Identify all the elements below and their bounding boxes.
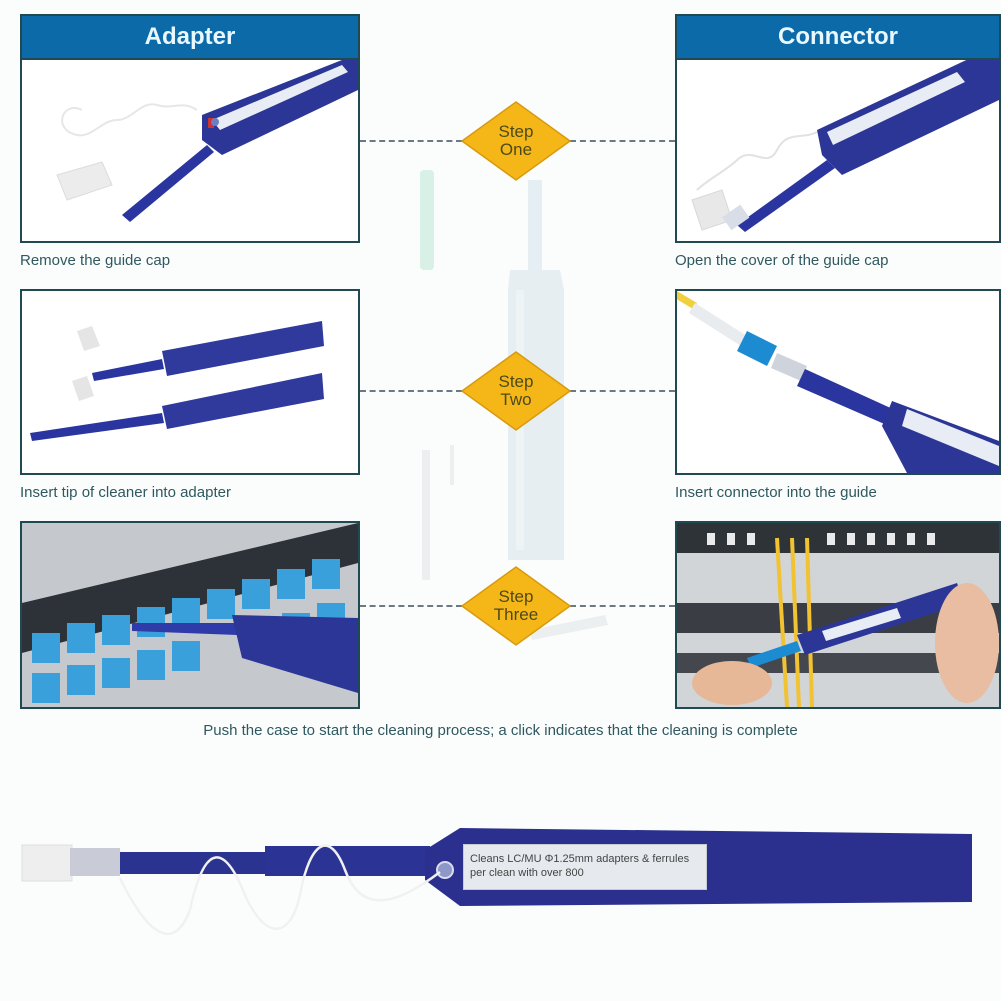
step-three-badge-line1: Step [498, 587, 534, 606]
product-label-line2: per clean with over 800 [470, 867, 584, 879]
step-two-badge: Step Two [460, 350, 572, 432]
step-three-connector-line-left [360, 605, 462, 607]
patch-panel-cleaning-illustration [22, 523, 358, 707]
step-two-adapter-caption: Insert tip of cleaner into adapter [20, 484, 231, 501]
step-one-badge-line1: Step [498, 122, 534, 141]
step-three-adapter-photo [20, 521, 360, 709]
diamond-shape-icon [460, 351, 572, 431]
step-one-connector-image [675, 58, 1001, 243]
step-three-badge: Step Three [460, 565, 572, 647]
connector-header: Connector [675, 14, 1001, 60]
product-label: Cleans LC/MU Φ1.25mm adapters & ferrules… [463, 844, 707, 890]
step-one-connector-line-left [360, 140, 462, 142]
cleaning-process-caption: Push the case to start the cleaning proc… [203, 722, 798, 739]
connector-insert-illustration [677, 291, 999, 473]
diamond-shape-icon [460, 101, 572, 181]
step-two-badge-line1: Step [498, 372, 534, 391]
diamond-shape-icon [460, 566, 572, 646]
step-one-badge-line2: One [499, 140, 533, 159]
two-cleaners-illustration [30, 321, 324, 441]
rack-cleaning-illustration [677, 523, 999, 707]
step-two-connector-caption: Insert connector into the guide [675, 484, 877, 501]
step-two-badge-line2: Two [500, 390, 532, 409]
step-one-adapter-image [20, 58, 360, 243]
step-one-adapter-caption: Remove the guide cap [20, 252, 171, 269]
step-one-connector-caption: Open the cover of the guide cap [675, 252, 889, 269]
step-two-connector-line-right [570, 390, 675, 392]
step-three-badge-line2: Three [493, 605, 539, 624]
step-one-connector-line-right [570, 140, 675, 142]
cleaner-with-cap-illustration [56, 60, 358, 222]
step-three-connector-photo [675, 521, 1001, 709]
step-two-adapter-image [20, 289, 360, 475]
step-three-connector-line-right [570, 605, 675, 607]
adapter-header: Adapter [20, 14, 360, 60]
step-two-connector-image [675, 289, 1001, 475]
product-label-line1: Cleans LC/MU Φ1.25mm adapters & ferrules [470, 853, 690, 865]
cleaner-open-cap-illustration [691, 60, 999, 232]
step-one-badge: Step One [460, 100, 572, 182]
step-two-connector-line-left [360, 390, 462, 392]
